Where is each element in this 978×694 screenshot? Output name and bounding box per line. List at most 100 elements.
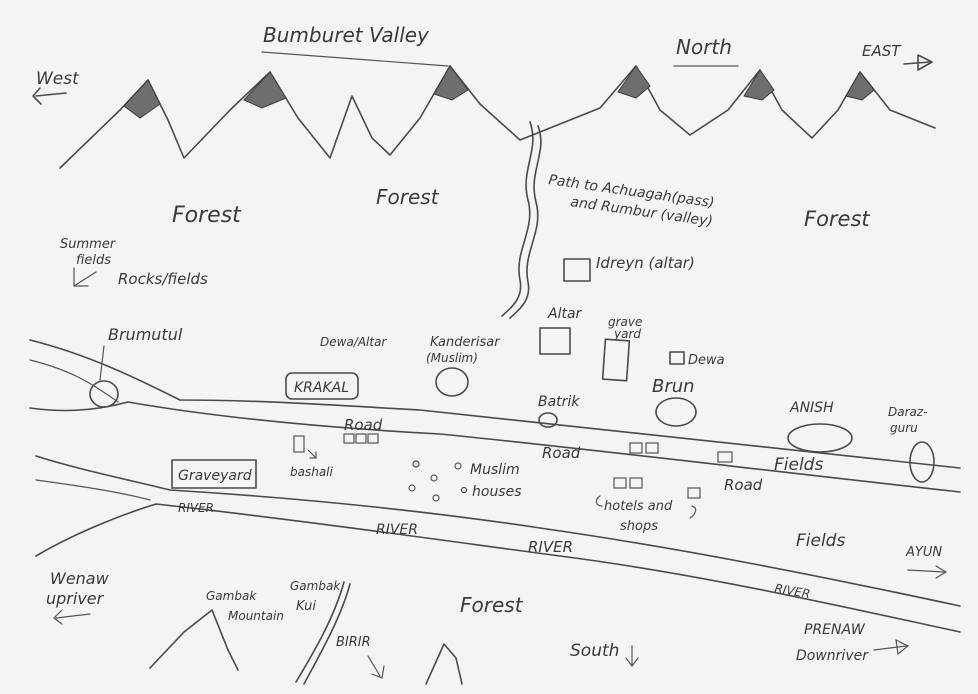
river-lower-edge — [35, 503, 961, 633]
idreyn-altar-square — [563, 258, 591, 282]
mountain-peak-icon — [617, 65, 651, 99]
kanderisar-sub-label: (Muslim) — [426, 351, 478, 365]
house-icon — [645, 442, 659, 454]
river-label-3: RIVER — [528, 538, 573, 556]
south-label: South — [570, 641, 619, 661]
bashali-arrow-icon — [307, 449, 317, 459]
river-label-4: RIVER — [773, 581, 811, 601]
batrik-village — [538, 412, 558, 428]
prenaw-arrow-icon — [873, 638, 910, 656]
brumutul-branch — [29, 359, 119, 403]
road-label-3: Road — [724, 476, 763, 494]
graveyard-label-1: grave — [608, 315, 642, 329]
river-upper-edge — [35, 455, 961, 607]
graveyard-rect — [601, 338, 631, 382]
west-label: West — [36, 69, 80, 89]
prenaw-label-1: PRENAW — [804, 622, 866, 638]
mountain-peak-icon — [743, 69, 775, 101]
brumutul-label: Brumutul — [108, 325, 183, 344]
idreyn-label: Idreyn (altar) — [596, 254, 695, 272]
summer-fields-arrow-icon — [73, 267, 97, 287]
mountain-ridge — [59, 65, 936, 169]
batrik-label: Batrik — [538, 394, 580, 410]
west-arrow-icon — [32, 87, 67, 105]
darazguru-label-1: Daraz- — [888, 405, 928, 419]
graveyard-west-box — [171, 459, 257, 489]
muslim-houses-dots — [408, 460, 468, 502]
summer-fields-label: Summer — [60, 237, 117, 252]
north-label: North — [676, 35, 732, 59]
dewa-square — [669, 351, 685, 365]
hotels-label-2: shops — [620, 519, 658, 534]
altar-label: Altar — [547, 306, 583, 322]
east-label: EAST — [862, 42, 902, 60]
mountain-peak-icon — [433, 65, 469, 101]
wenaw-arrow-icon — [53, 609, 91, 625]
map-title: Bumburet Valley — [263, 23, 430, 47]
house-icon — [629, 442, 643, 454]
forest-label-2: Forest — [376, 185, 440, 209]
darazguru-village — [909, 441, 935, 483]
fields-label-1: Fields — [774, 455, 823, 475]
gambak-kui-label-1: Gambak — [290, 579, 341, 593]
anish-village — [787, 423, 853, 453]
road-label-2: Road — [542, 444, 581, 462]
river-fork — [35, 479, 151, 501]
south-arrow-icon — [625, 645, 639, 667]
anish-label: ANISH — [789, 400, 834, 416]
prenaw-label-2: Downriver — [796, 648, 869, 664]
path-to-pass — [501, 121, 534, 317]
path-to-pass-edge — [509, 125, 542, 319]
muslim-houses-label-1: Muslim — [470, 462, 520, 478]
gambak-kui-stream — [303, 583, 351, 685]
graveyard-label-2: yard — [613, 327, 641, 341]
dewa-label: Dewa — [688, 353, 725, 368]
title-underline — [261, 51, 449, 67]
gambak-mountain-label-2: Mountain — [228, 609, 284, 623]
gambak-mountain-label-1: Gambak — [206, 589, 257, 603]
gambak-kui-stream-edge — [295, 581, 345, 683]
wenaw-label-2: upriver — [46, 589, 105, 608]
kanderisar-label: Kanderisar — [430, 335, 501, 350]
birir-label: BIRIR — [336, 635, 371, 650]
wenaw-label-1: Wenaw — [50, 569, 110, 588]
rocks-fields-label: Rocks/fields — [118, 270, 208, 288]
gambak-kui-label-2: Kui — [296, 599, 316, 614]
ayun-arrow-icon — [907, 565, 948, 579]
road-upper-edge — [29, 339, 961, 469]
house-icon — [629, 477, 643, 489]
gambak-mountain — [149, 609, 239, 671]
river-label-1: RIVER — [178, 501, 214, 515]
hotels-label-1: hotels and — [604, 499, 673, 514]
darazguru-label-2: guru — [890, 421, 918, 435]
east-arrow-icon — [903, 54, 933, 71]
forest-label-1: Forest — [172, 203, 242, 228]
summer-fields-label-2: fields — [76, 253, 111, 268]
house-icon — [687, 487, 701, 499]
krakal-label: KRAKAL — [294, 380, 349, 396]
dewa-altar-label: Dewa/Altar — [320, 335, 387, 349]
mountain-peak-icon — [123, 79, 161, 119]
hotels-bracket — [595, 495, 697, 519]
altar-square — [539, 327, 571, 355]
house-icon — [613, 477, 627, 489]
road-label-1: Road — [344, 416, 383, 434]
bashali-label: bashali — [290, 465, 334, 479]
ayun-label: AYUN — [905, 545, 942, 560]
road-lower-edge — [29, 401, 961, 493]
forest-south-label: Forest — [460, 593, 524, 617]
house-icon — [355, 433, 367, 444]
house-icon — [367, 433, 379, 444]
house-icon — [717, 451, 733, 463]
brun-label: Brun — [652, 376, 695, 397]
forest-label-3: Forest — [804, 207, 870, 231]
south-peak — [425, 643, 463, 685]
kanderisar-village — [435, 367, 469, 397]
fields-label-2: Fields — [796, 531, 845, 551]
mountain-peak-icon — [243, 71, 287, 109]
mountain-peak-icon — [845, 71, 875, 101]
krakal-box — [285, 372, 359, 400]
bashali-house-icon — [293, 435, 305, 453]
brumutul-village — [89, 380, 119, 408]
house-icon — [343, 433, 355, 444]
